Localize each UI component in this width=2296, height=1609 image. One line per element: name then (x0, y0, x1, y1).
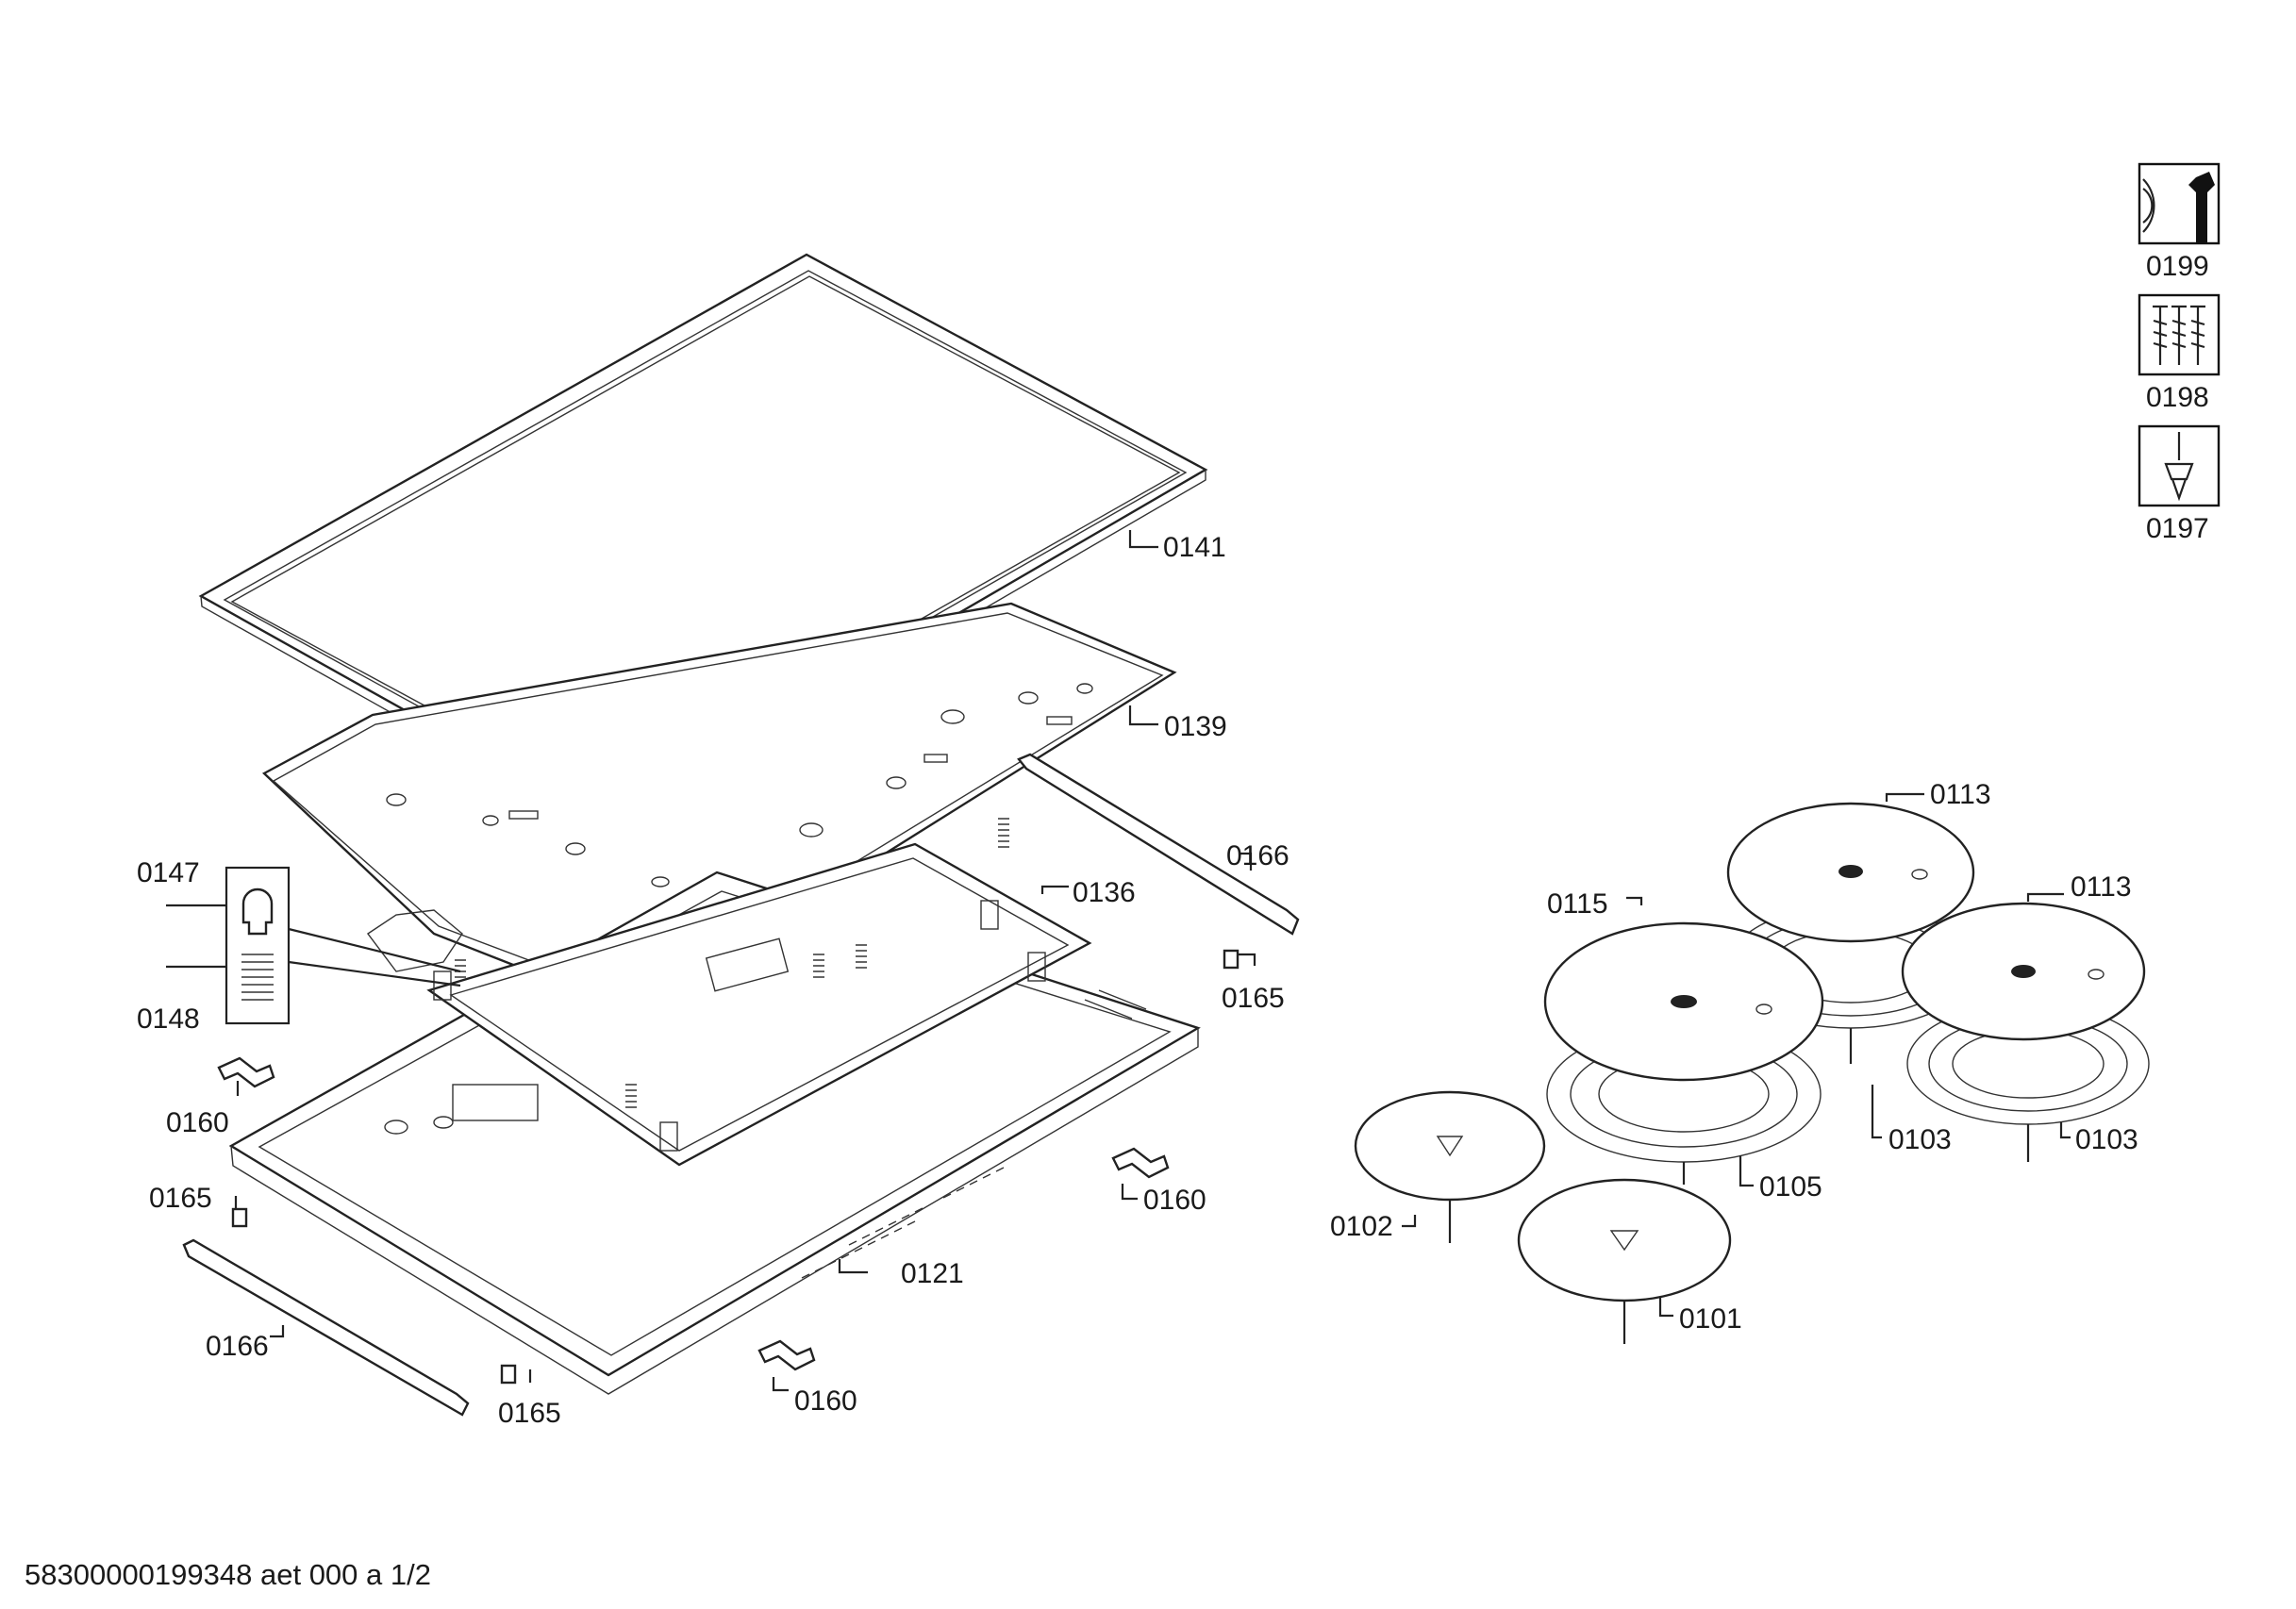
clip-0160-left (217, 1056, 275, 1088)
callout-0160-bottom: 0160 (794, 1385, 857, 1417)
drawing-reference-footer: 58300000199348 aet 000 a 1/2 (25, 1558, 431, 1591)
service-tool-icons (2138, 162, 2221, 507)
side-rail-right (1017, 753, 1300, 936)
callout-0165-right: 0165 (1222, 983, 1285, 1014)
callout-0115: 0115 (1547, 888, 1608, 920)
callout-0166-right: 0166 (1226, 840, 1289, 871)
callout-0103-center: 0103 (1888, 1124, 1952, 1155)
clip-0165-right (1223, 949, 1240, 970)
callout-0139: 0139 (1164, 711, 1227, 742)
callout-0141: 0141 (1163, 532, 1226, 563)
electronics-frame (366, 842, 1092, 1167)
callout-0165-bottom: 0165 (498, 1398, 561, 1429)
callout-0160-left: 0160 (166, 1107, 229, 1138)
callout-0121: 0121 (901, 1258, 964, 1289)
callout-labels: 0141 0139 0166 0136 0165 0147 0148 0160 … (137, 251, 2209, 1429)
callout-0113-right: 0113 (2071, 871, 2132, 903)
callout-0148: 0148 (137, 1004, 200, 1035)
clip-0165-left (231, 1207, 248, 1228)
callout-0101: 0101 (1679, 1303, 1742, 1335)
callout-0136: 0136 (1073, 877, 1136, 908)
callout-leaders (166, 530, 2071, 1392)
clip-0160-bottom (757, 1339, 816, 1371)
clip-0160-right (1111, 1147, 1170, 1179)
detail-box (225, 866, 461, 1025)
callout-0102: 0102 (1330, 1211, 1393, 1242)
tool-label-0199: 0199 (2146, 251, 2209, 282)
tool-label-0197: 0197 (2146, 513, 2209, 544)
callout-0105: 0105 (1759, 1171, 1822, 1203)
frame-springs (455, 818, 1009, 1108)
callout-0147: 0147 (137, 857, 200, 888)
callout-0165-left: 0165 (149, 1183, 212, 1214)
tool-label-0198: 0198 (2146, 382, 2209, 413)
callout-0166-left: 0166 (206, 1331, 269, 1362)
side-rail-left (182, 1238, 470, 1417)
callout-0113-back: 0113 (1930, 779, 1991, 810)
callout-0160-right: 0160 (1143, 1185, 1206, 1216)
callout-0103-right: 0103 (2075, 1124, 2138, 1155)
clip-0165-bottom (500, 1364, 517, 1385)
heating-zones (1354, 802, 2150, 1344)
mounting-plate (261, 602, 1177, 990)
